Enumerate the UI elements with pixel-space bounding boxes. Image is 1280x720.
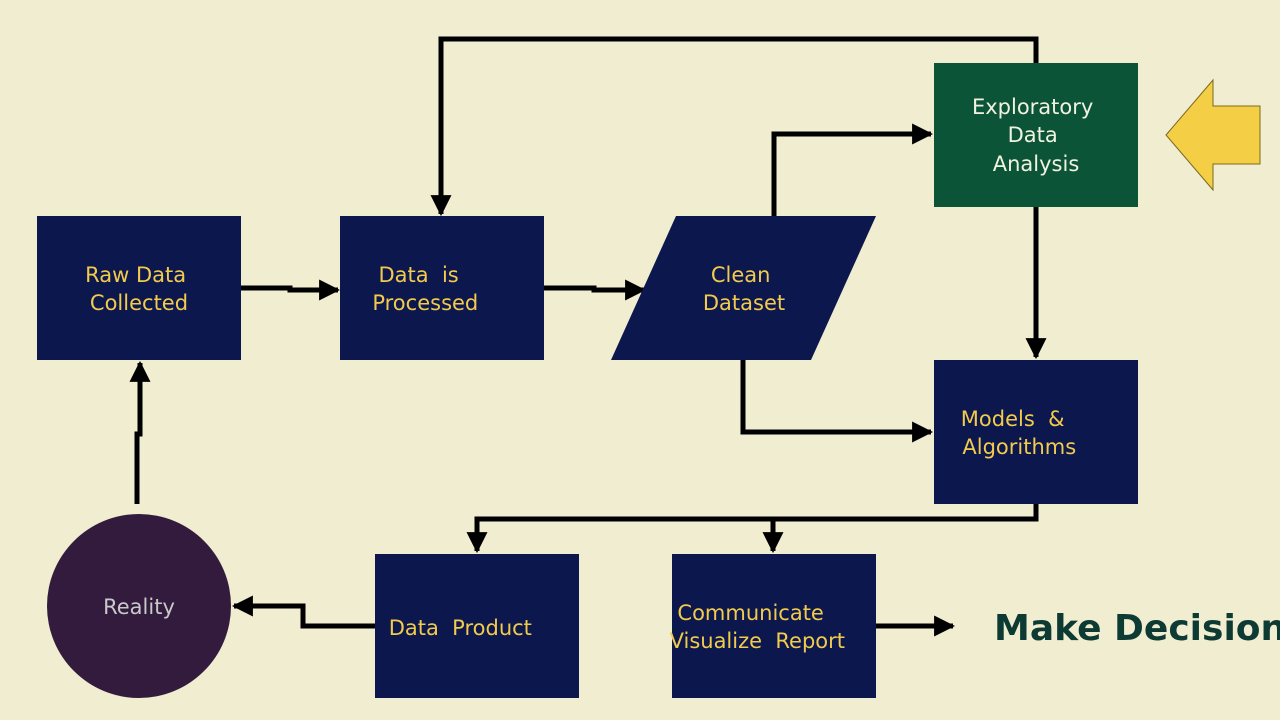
svg-text:Data is Processed: Data is Processed: [0, 0, 512, 315]
arrow-models-to-data-product: [466, 504, 1039, 554]
eda-label-line3: Analysis: [993, 152, 1080, 176]
arrow-clean-to-eda: [771, 123, 934, 216]
svg-text:Raw Data Collected: Raw Data Collected: [85, 263, 193, 315]
svg-text:Exploratory Data A: Exploratory Data Analysis: [972, 95, 1100, 176]
processed-label-line1: Data is: [378, 263, 458, 287]
clean-dataset-shape: Clean Dataset: [611, 216, 876, 360]
communicate-label-line2: Visualize Report: [670, 629, 845, 653]
arrow-processed-to-clean: [544, 279, 647, 301]
svg-text:Data Product: Data Product: [0, 0, 565, 640]
models-label-line2: Algorithms: [962, 435, 1076, 459]
processed-label-line2: Processed: [372, 291, 478, 315]
data-product-label: Data Product: [389, 616, 532, 640]
data-product-box: Data Product: [0, 0, 579, 698]
svg-text:Clean Dataset: Clean Dataset: [703, 263, 785, 315]
clean-dataset-label-line1: Clean: [711, 263, 771, 287]
svg-text:Models & Algorithms: Models & Algorithms: [961, 407, 1076, 459]
models-label-line1: Models &: [961, 407, 1065, 431]
arrow-raw-to-processed: [241, 279, 341, 301]
raw-data-box: Raw Data Collected: [37, 216, 241, 360]
eda-box: Exploratory Data Analysis: [934, 63, 1138, 207]
models-box: Models & Algorithms: [934, 360, 1138, 504]
reality-label: Reality: [103, 595, 175, 619]
raw-data-label-line1: Raw Data: [85, 263, 186, 287]
left-arrow-pointer-icon: [1165, 78, 1261, 192]
eda-label-line1: Exploratory: [972, 95, 1093, 119]
raw-data-label-line2: Collected: [90, 291, 188, 315]
arrow-clean-to-models: [740, 360, 934, 443]
clean-dataset-label-line2: Dataset: [703, 291, 785, 315]
reality-circle: Reality: [47, 514, 231, 698]
arrow-eda-to-processed: [430, 36, 1039, 217]
arrow-reality-to-raw: [129, 360, 151, 504]
eda-label-line2: Data: [1008, 123, 1058, 147]
arrow-data-product-to-reality: [231, 595, 375, 629]
svg-text:Communicate Visualize R: Communicate Visualize Report: [670, 601, 845, 653]
make-decisions-label: Make Decisions: [994, 608, 1280, 649]
processed-box: Data is Processed: [0, 0, 544, 360]
communicate-box: Communicate Visualize Report: [670, 554, 876, 698]
communicate-label-line1: Communicate: [677, 601, 823, 625]
